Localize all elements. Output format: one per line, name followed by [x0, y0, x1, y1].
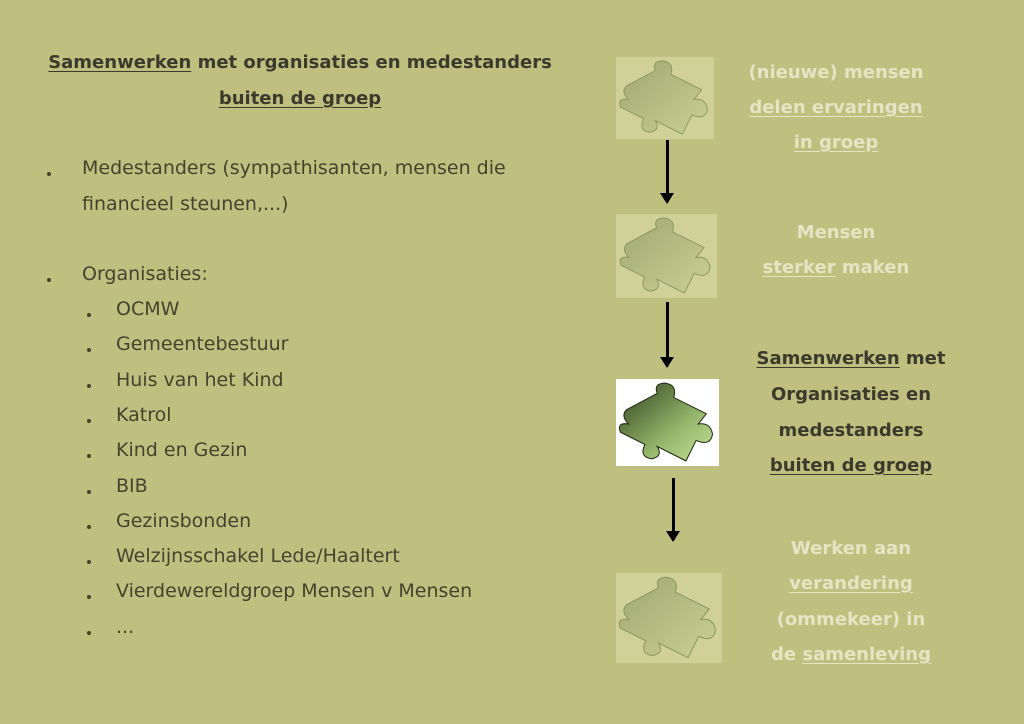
- list-item: Organisaties:: [82, 263, 208, 285]
- underlined: samenleving: [802, 644, 931, 665]
- bullet-icon: [47, 278, 51, 282]
- bullet-icon: [87, 524, 91, 529]
- underlined: delen ervaringen: [749, 97, 923, 118]
- underlined: Samenwerken: [756, 348, 900, 369]
- step-1-line2: delen ervaringen: [696, 97, 976, 118]
- sub-list-item: Kind en Gezin: [116, 439, 248, 462]
- step-2-line2: sterker maken: [696, 257, 976, 278]
- sub-list-item: OCMW: [116, 298, 180, 320]
- sub-list-item: ...: [116, 615, 135, 638]
- sub-list-item: Huis van het Kind: [116, 368, 284, 391]
- bullet-icon: [87, 595, 91, 600]
- step-4-line4: de samenleving: [711, 644, 991, 665]
- step-2-line1: Mensen: [796, 222, 876, 243]
- list-item: Medestanders (sympathisanten, mensen die: [82, 157, 506, 179]
- underlined: verandering: [789, 573, 913, 594]
- arrow-down-icon: [660, 140, 674, 204]
- underlined: in groep: [793, 132, 879, 153]
- bullet-icon: [87, 313, 91, 317]
- step-3-line1: Samenwerken met: [711, 348, 991, 369]
- bullet-icon: [47, 172, 51, 176]
- step-1-line1: (nieuwe) mensen: [748, 62, 924, 83]
- step-1-puzzle-icon: [616, 57, 714, 139]
- step-2-puzzle-icon: [616, 214, 717, 298]
- sub-list-item: BIB: [116, 474, 148, 497]
- text: met: [899, 348, 946, 369]
- step-3-line3: medestanders: [778, 420, 924, 441]
- section-title-line1: Samenwerken met organisaties en medestan…: [20, 52, 580, 73]
- bullet-icon: [87, 418, 91, 423]
- title-underlined: buiten de groep: [218, 88, 382, 109]
- step-4-line3: (ommekeer) in: [776, 609, 926, 630]
- bullet-icon: [87, 383, 91, 388]
- bullet-icon: [87, 489, 91, 494]
- sub-list-item: Welzijnsschakel Lede/Haaltert: [116, 545, 400, 568]
- step-3-line4: buiten de groep: [711, 455, 991, 476]
- sub-list-item: Katrol: [116, 403, 172, 426]
- title-text: met organisaties en medestanders: [191, 52, 552, 73]
- step-4-line2: verandering: [711, 573, 991, 594]
- step-3-puzzle-icon: [616, 379, 719, 466]
- underlined: buiten de groep: [769, 455, 933, 476]
- step-4-line1: Werken aan: [790, 538, 912, 559]
- arrow-down-icon: [660, 302, 674, 368]
- title-underlined: Samenwerken: [48, 52, 192, 73]
- sub-list-item: Vierdewereldgroep Mensen v Mensen: [116, 580, 473, 603]
- arrow-down-icon: [666, 478, 680, 542]
- bullet-icon: [87, 348, 91, 353]
- sub-list-item: Gezinsbonden: [116, 509, 252, 532]
- bullet-icon: [87, 454, 91, 459]
- section-title-line2: buiten de groep: [20, 88, 580, 109]
- step-4-puzzle-icon: [616, 573, 722, 663]
- step-3-line2: Organisaties en: [770, 384, 932, 405]
- text: de: [771, 644, 803, 665]
- step-1-line3: in groep: [696, 132, 976, 153]
- sub-list-item: Gemeentebestuur: [116, 333, 289, 356]
- bullet-icon: [87, 560, 91, 565]
- bullet-icon: [87, 630, 91, 635]
- list-item-cont: financieel steunen,...): [82, 193, 289, 215]
- underlined: sterker: [762, 257, 836, 278]
- text: maken: [835, 257, 910, 278]
